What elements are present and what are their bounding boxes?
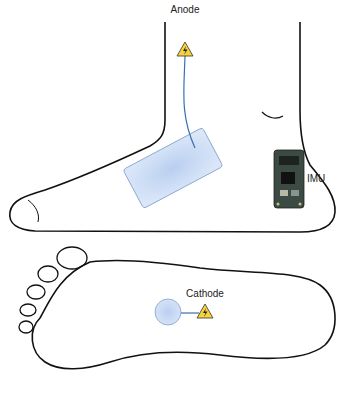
ankle-bone — [262, 112, 283, 118]
device-label: IMU — [307, 173, 325, 184]
foot-side-outline — [10, 22, 335, 232]
anode-wire — [184, 56, 195, 148]
imu-board — [274, 150, 304, 208]
foot-sole-outline — [32, 260, 335, 368]
anode-electrode — [123, 127, 223, 208]
cathode-electrode — [155, 299, 181, 325]
warning-symbol — [197, 304, 213, 318]
toes — [19, 247, 87, 333]
warning-symbol — [177, 42, 193, 56]
electrode-label: Anode — [171, 4, 200, 15]
cathode-wire — [181, 312, 199, 313]
toe-crease — [28, 200, 39, 222]
electrode-label: Cathode — [186, 288, 224, 299]
